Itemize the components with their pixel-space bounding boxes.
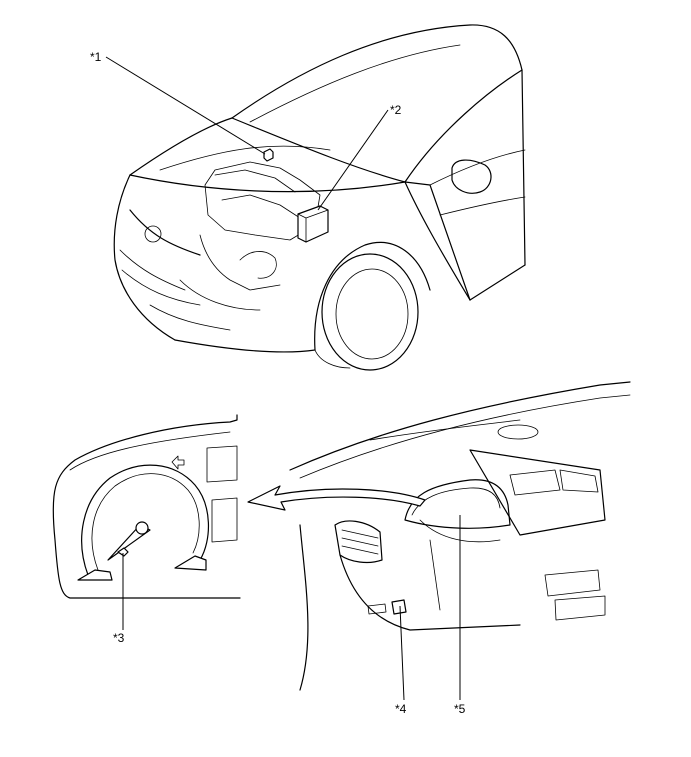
vehicle-front-illustration xyxy=(113,24,526,371)
callout-2-leader xyxy=(317,109,389,211)
meter-cluster-detail xyxy=(52,414,241,599)
callout-3-label: *3 xyxy=(113,631,125,645)
callout-5-label: *5 xyxy=(454,702,466,716)
dashboard-illustration xyxy=(247,381,631,691)
callout-4-leader xyxy=(399,605,405,701)
callout-4-label: *4 xyxy=(395,702,407,716)
callout-1-leader xyxy=(105,56,266,155)
callout-2-label: *2 xyxy=(390,103,402,117)
callout-1-label: *1 xyxy=(90,50,102,64)
